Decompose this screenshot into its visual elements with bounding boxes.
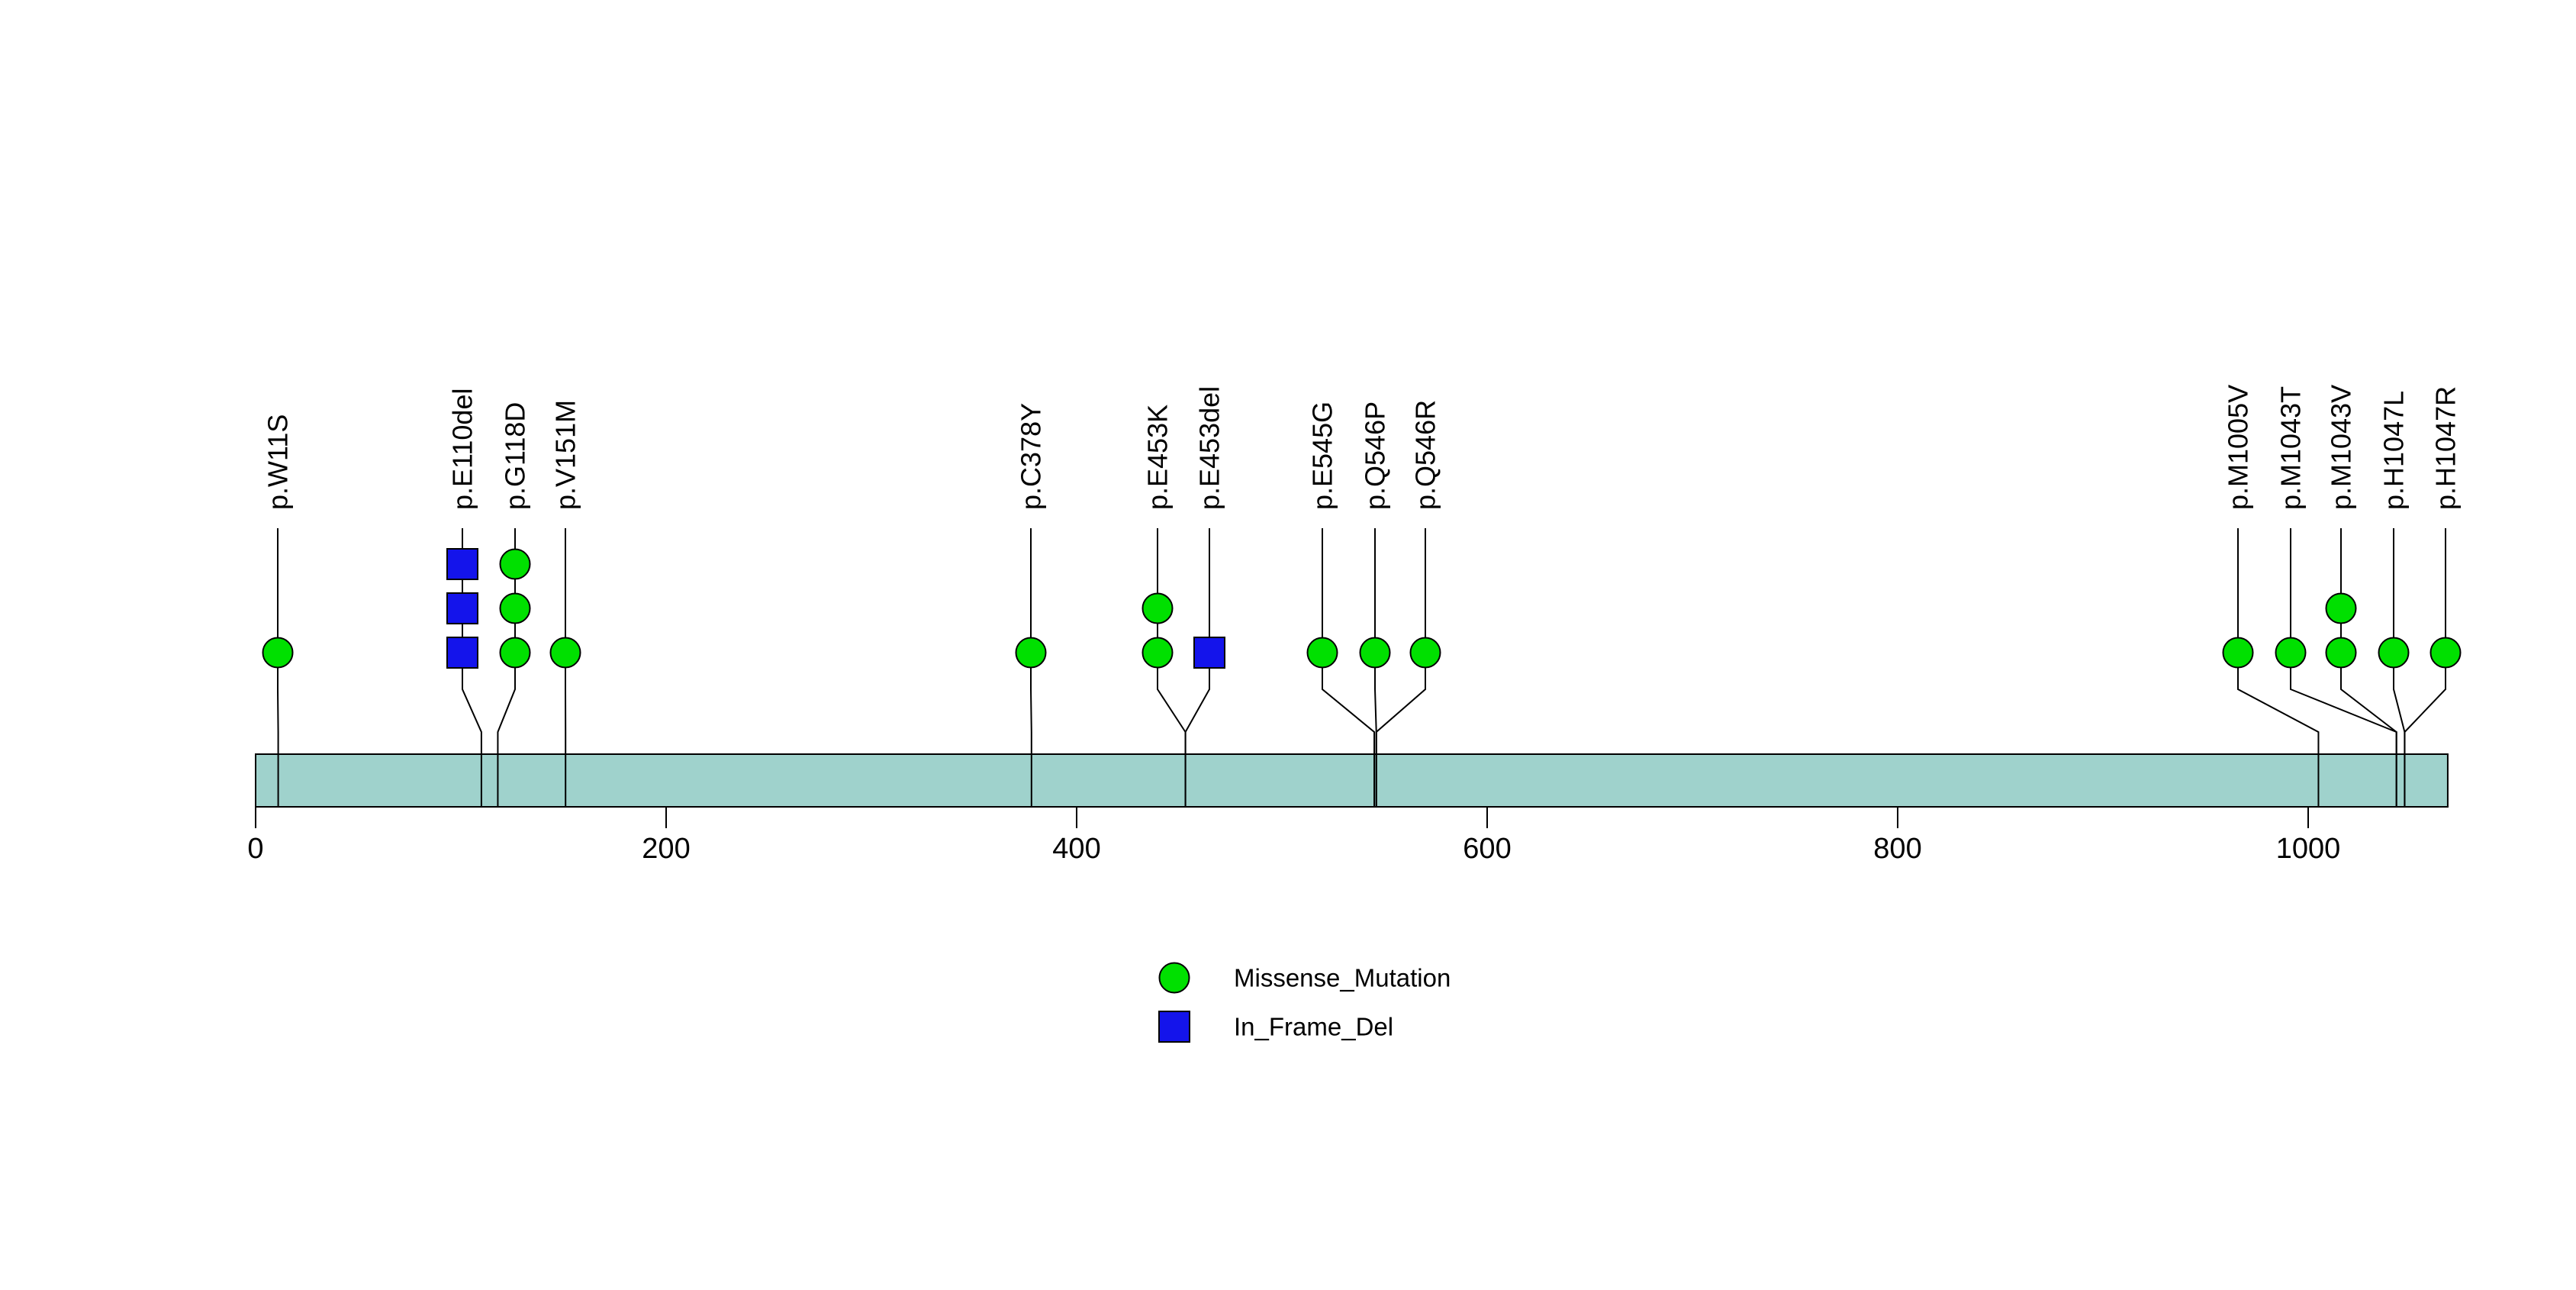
mutation-marker [1409,637,1441,669]
mutation-label: p.E453del [1194,386,1225,510]
axis-tick-label: 600 [1463,833,1511,865]
legend-label: In_Frame_Del [1234,1013,1393,1041]
mutation-label: p.C378Y [1016,403,1047,510]
axis-tick-label: 200 [642,833,690,865]
mutation-marker [262,637,294,669]
axis-tick-label: 400 [1052,833,1100,865]
mutation-marker [2222,637,2254,669]
mutation-leader-line [1375,528,1426,807]
mutation-marker [499,592,531,624]
mutation-label: p.H1047L [2378,391,2410,510]
mutation-marker [499,637,531,669]
mutation-marker [1193,637,1225,669]
mutation-leader-line [1322,528,1376,807]
mutation-marker [2429,637,2462,669]
mutation-leader-line [1184,528,1210,807]
mutation-label: p.E545G [1307,402,1338,510]
mutation-label: p.E110del [447,389,478,510]
axis-tick-label: 800 [1873,833,1921,865]
mutation-marker [2325,637,2357,669]
protein-track [255,753,2449,808]
mutation-label: p.E453K [1142,405,1174,510]
mutation-leader-line [277,528,279,807]
axis-tick-label: 1000 [2276,833,2341,865]
legend-swatch-square [1158,1011,1190,1043]
mutation-label: p.V151M [550,400,581,510]
mutation-marker [446,592,478,624]
mutation-marker [499,548,531,580]
legend-label: Missense_Mutation [1234,964,1451,992]
mutation-leader-line [2237,528,2320,807]
mutation-leader-line [2404,528,2446,807]
mutation-label: p.M1043V [2326,385,2357,510]
mutation-label: p.M1043T [2275,386,2307,510]
legend-swatch-circle [1158,962,1190,994]
mutation-label: p.M1005V [2223,385,2254,510]
mutation-marker [549,637,581,669]
mutation-label: p.Q546R [1410,400,1441,510]
mutation-marker [2378,637,2410,669]
mutation-label: p.H1047R [2430,386,2462,510]
mutation-marker [1306,637,1338,669]
mutation-marker [2325,592,2357,624]
mutation-marker [446,548,478,580]
mutation-marker [1141,592,1174,624]
mutation-marker [2275,637,2307,669]
mutation-marker [446,637,478,669]
mutation-label: p.W11S [262,414,294,510]
mutation-label: p.G118D [500,402,531,510]
axis-tick-label: 0 [247,833,263,865]
mutation-label: p.Q546P [1360,402,1391,510]
mutation-leader-line [1030,528,1032,807]
mutation-marker [1015,637,1047,669]
mutation-marker [1141,637,1174,669]
mutation-marker [1359,637,1391,669]
